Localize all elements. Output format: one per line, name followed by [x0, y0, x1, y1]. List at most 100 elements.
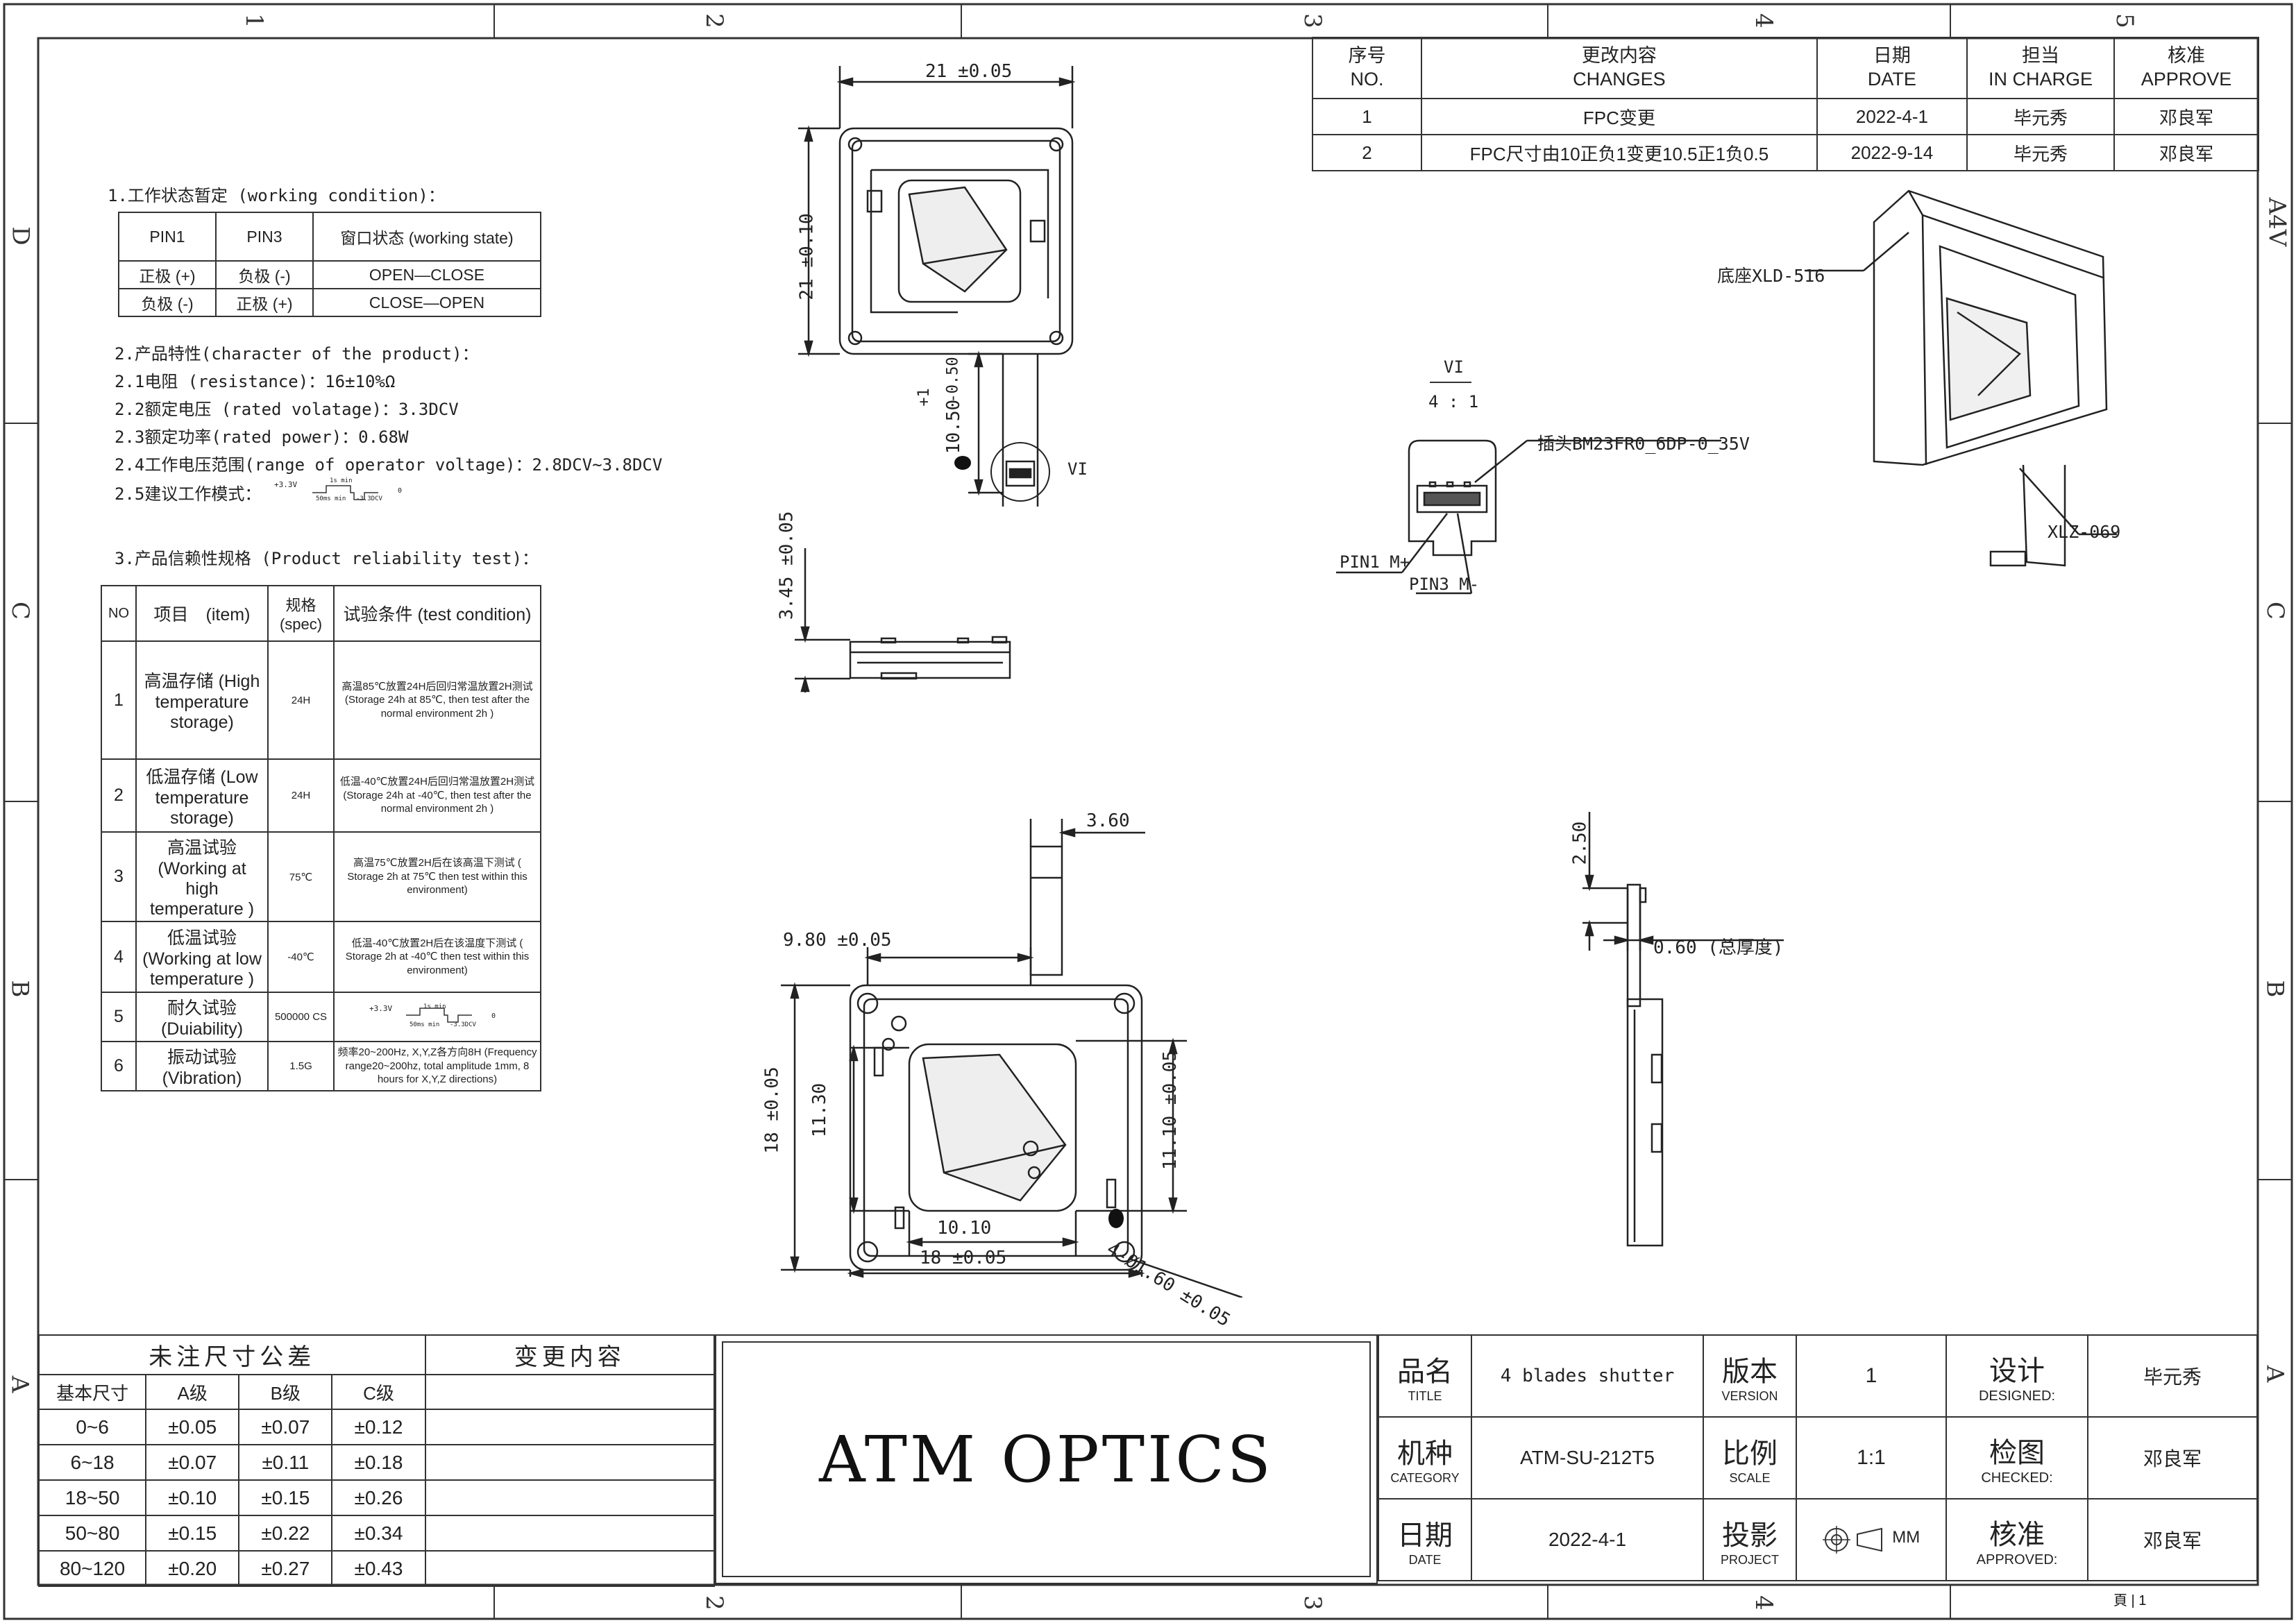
tol-cell: ±0.15 [238, 1479, 333, 1516]
table-row: 6 振动试验 (Vibration) 1.5G 频率20~200Hz, X,Y,… [101, 1041, 541, 1091]
rev-cell: 1 [1312, 98, 1422, 135]
rel-cell: 5 [101, 992, 137, 1042]
dim-thick-a: 2.50 [1569, 821, 1591, 865]
svg-text:50ms min: 50ms min [410, 1021, 439, 1028]
dim-hole-offset: 9.80 ±0.05 [783, 930, 892, 951]
rel-cell: -40℃ [267, 921, 335, 993]
grid-row-right-a4v: A4V [2263, 197, 2291, 247]
wave-label: -3.3DCV [356, 495, 382, 502]
character-line-5: 2.5建议工作模式： [115, 484, 262, 504]
detail-scale: 4 : 1 [1428, 392, 1479, 411]
iso-base-label: 底座XLD-516 [1717, 266, 1825, 286]
table-row: 6~18 ±0.07 ±0.11 ±0.18 [37, 1444, 716, 1481]
tb-label: DESIGNED: [1978, 1388, 2056, 1404]
wave-label: 1s min [330, 477, 353, 484]
rev-cell: 2 [1312, 134, 1422, 171]
change-title: 变更内容 [424, 1334, 716, 1375]
top-view-drawing [798, 66, 1076, 507]
tol-header: C级 [331, 1374, 426, 1410]
grid-row-b: B [6, 980, 34, 998]
marker-dot [1108, 1209, 1124, 1228]
change-cell [424, 1444, 716, 1481]
rel-cell: 振动试验 (Vibration) [135, 1041, 269, 1091]
tb-label: 投影 [1722, 1520, 1778, 1551]
working-header: PIN1 [118, 212, 217, 262]
dim-top-height: 21 ±0.10 [796, 213, 818, 300]
tol-cell: ±0.15 [145, 1515, 240, 1552]
wave-label: 0 [398, 487, 403, 495]
tb-label: SCALE [1729, 1470, 1771, 1485]
rel-cell: 高温75℃放置2H后在该高温下测试 ( Storage 2h at 75℃ th… [333, 831, 541, 922]
tb-label: TITLE [1408, 1388, 1442, 1403]
tb-label: PROJECT [1720, 1552, 1779, 1567]
tol-cell: ±0.11 [238, 1444, 333, 1481]
grid-col-3: 3 [1298, 13, 1326, 28]
rel-cell-waveform: +3.3V 1s min 50ms min -3.3DCV 0 [333, 992, 541, 1042]
rel-cell: 高温试验 (Working at high temperature ) [135, 831, 269, 922]
working-header: 窗口状态 (working state) [312, 212, 541, 262]
bottom-view-drawing [781, 819, 1242, 1298]
waveform-icon: +3.3V 1s min 50ms min -3.3DCV 0 [274, 477, 413, 507]
table-row: 0~6 ±0.05 ±0.07 ±0.12 [37, 1409, 716, 1445]
tb-checker-value: 邓良军 [2087, 1416, 2258, 1499]
rel-cell: 高温存储 (High temperature storage) [135, 640, 269, 760]
rel-cell: 24H [267, 640, 335, 760]
rev-cell: 邓良军 [2113, 134, 2260, 171]
rel-header: 项目 (item) [135, 585, 269, 642]
rel-cell: 低温试验 (Working at low temperature ) [135, 921, 269, 993]
working-cell: OPEN—CLOSE [312, 260, 541, 289]
dim-inner-h: 11.30 [809, 1082, 831, 1138]
rel-cell: 6 [101, 1041, 137, 1091]
dim-outer-h: 18 ±0.05 [761, 1067, 783, 1154]
tb-label: CHECKED: [1981, 1470, 2053, 1486]
character-line-4: 2.4工作电压范围(range of operator voltage)：2.8… [115, 455, 663, 475]
working-table: PIN1 PIN3 窗口状态 (working state) 正极 (+) 负极… [118, 212, 541, 317]
grid-col-bottom-4: 4 [1749, 1595, 1778, 1611]
svg-text:1s min: 1s min [423, 1003, 446, 1010]
detail-pin1: PIN1 M+ [1340, 552, 1410, 572]
detail-tag: VI [1444, 357, 1464, 377]
tb-label: DATE [1408, 1552, 1442, 1567]
table-row: 4 低温试验 (Working at low temperature ) -40… [101, 921, 541, 993]
table-row: 正极 (+) 负极 (-) OPEN—CLOSE [118, 260, 541, 289]
wave-label: 50ms min [316, 495, 346, 502]
detail-divider [1430, 382, 1471, 383]
detail-view-drawing [1336, 439, 1721, 595]
dim-outer-w: 18 ±0.05 [920, 1248, 1007, 1268]
tol-cell: ±0.18 [331, 1444, 426, 1481]
tol-cell: 6~18 [37, 1444, 147, 1481]
rel-header: 规格 (spec) [267, 585, 335, 642]
page-number: 頁 | 1 [2113, 1593, 2147, 1608]
grid-row-right-a: A [2261, 1365, 2289, 1383]
table-row: 1 FPC变更 2022-4-1 毕元秀 邓良军 [1312, 98, 2260, 135]
tol-cell: 0~6 [37, 1409, 147, 1445]
rel-header: 试验条件 (test condition) [333, 585, 541, 642]
side-view-drawing [795, 548, 1011, 692]
tb-projection-cell: MM [1796, 1498, 1947, 1581]
rev-cell: 2022-4-1 [1816, 98, 1968, 135]
tol-cell: ±0.20 [145, 1550, 240, 1587]
rel-header: NO [101, 585, 137, 642]
change-cell [424, 1479, 716, 1516]
character-line-3: 2.3额定功率(rated power)：0.68W [115, 427, 409, 447]
table-row: 2 FPC尺寸由10正负1变更10.5正1负0.5 2022-9-14 毕元秀 … [1312, 134, 2260, 171]
dim-win-w: 10.10 [937, 1218, 992, 1239]
tb-label: 设计 [1989, 1355, 2045, 1386]
grid-col-1: 1 [239, 13, 268, 28]
tb-approver-value: 邓良军 [2087, 1498, 2258, 1581]
rel-cell: 低温存储 (Low temperature storage) [135, 758, 269, 833]
tb-label: 检图 [1989, 1437, 2045, 1468]
tol-cell: ±0.22 [238, 1515, 333, 1552]
company-logo-text: ATM OPTICS [819, 1422, 1274, 1497]
table-row: 5 耐久试验 (Duiability) 500000 CS +3.3V 1s m… [101, 992, 541, 1042]
rel-cell: 2 [101, 758, 137, 833]
grid-col-bottom-2: 2 [700, 1595, 728, 1611]
working-cell: CLOSE—OPEN [312, 288, 541, 317]
grid-row-a: A [6, 1375, 34, 1393]
tol-cell: ±0.43 [331, 1550, 426, 1587]
iso-view-drawing [1805, 189, 2117, 567]
tol-header: B级 [238, 1374, 333, 1410]
